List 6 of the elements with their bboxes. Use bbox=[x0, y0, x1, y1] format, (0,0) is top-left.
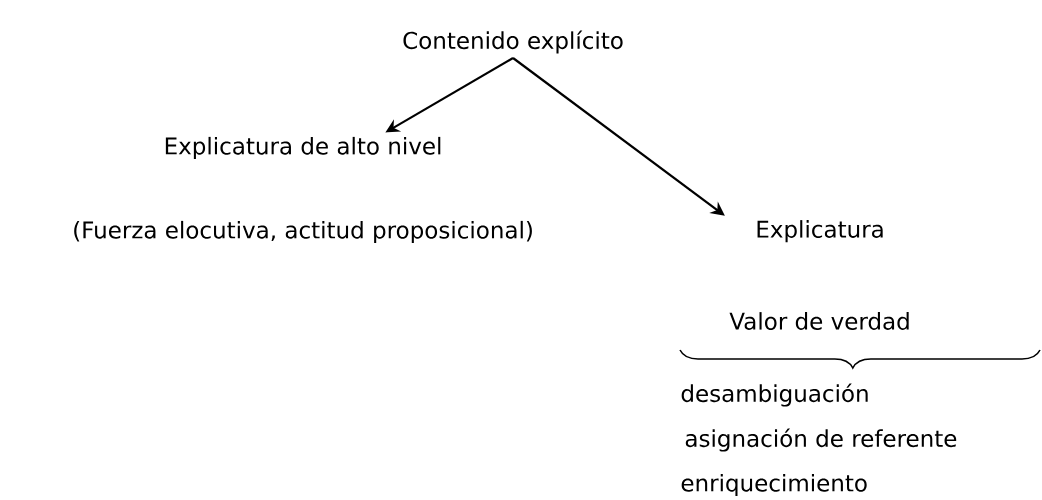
list-item: desambiguación bbox=[681, 383, 868, 407]
list-item: enriquecimiento bbox=[681, 473, 867, 497]
list-item: asignación de referente bbox=[685, 428, 957, 452]
node-text: Contenido explícito bbox=[403, 30, 623, 54]
node-text: Explicatura de alto nivel (Fuerza elocutiva, actitud proposicional) bbox=[74, 136, 532, 244]
node-text: Explicatura Valor de verdad bbox=[729, 220, 909, 330]
